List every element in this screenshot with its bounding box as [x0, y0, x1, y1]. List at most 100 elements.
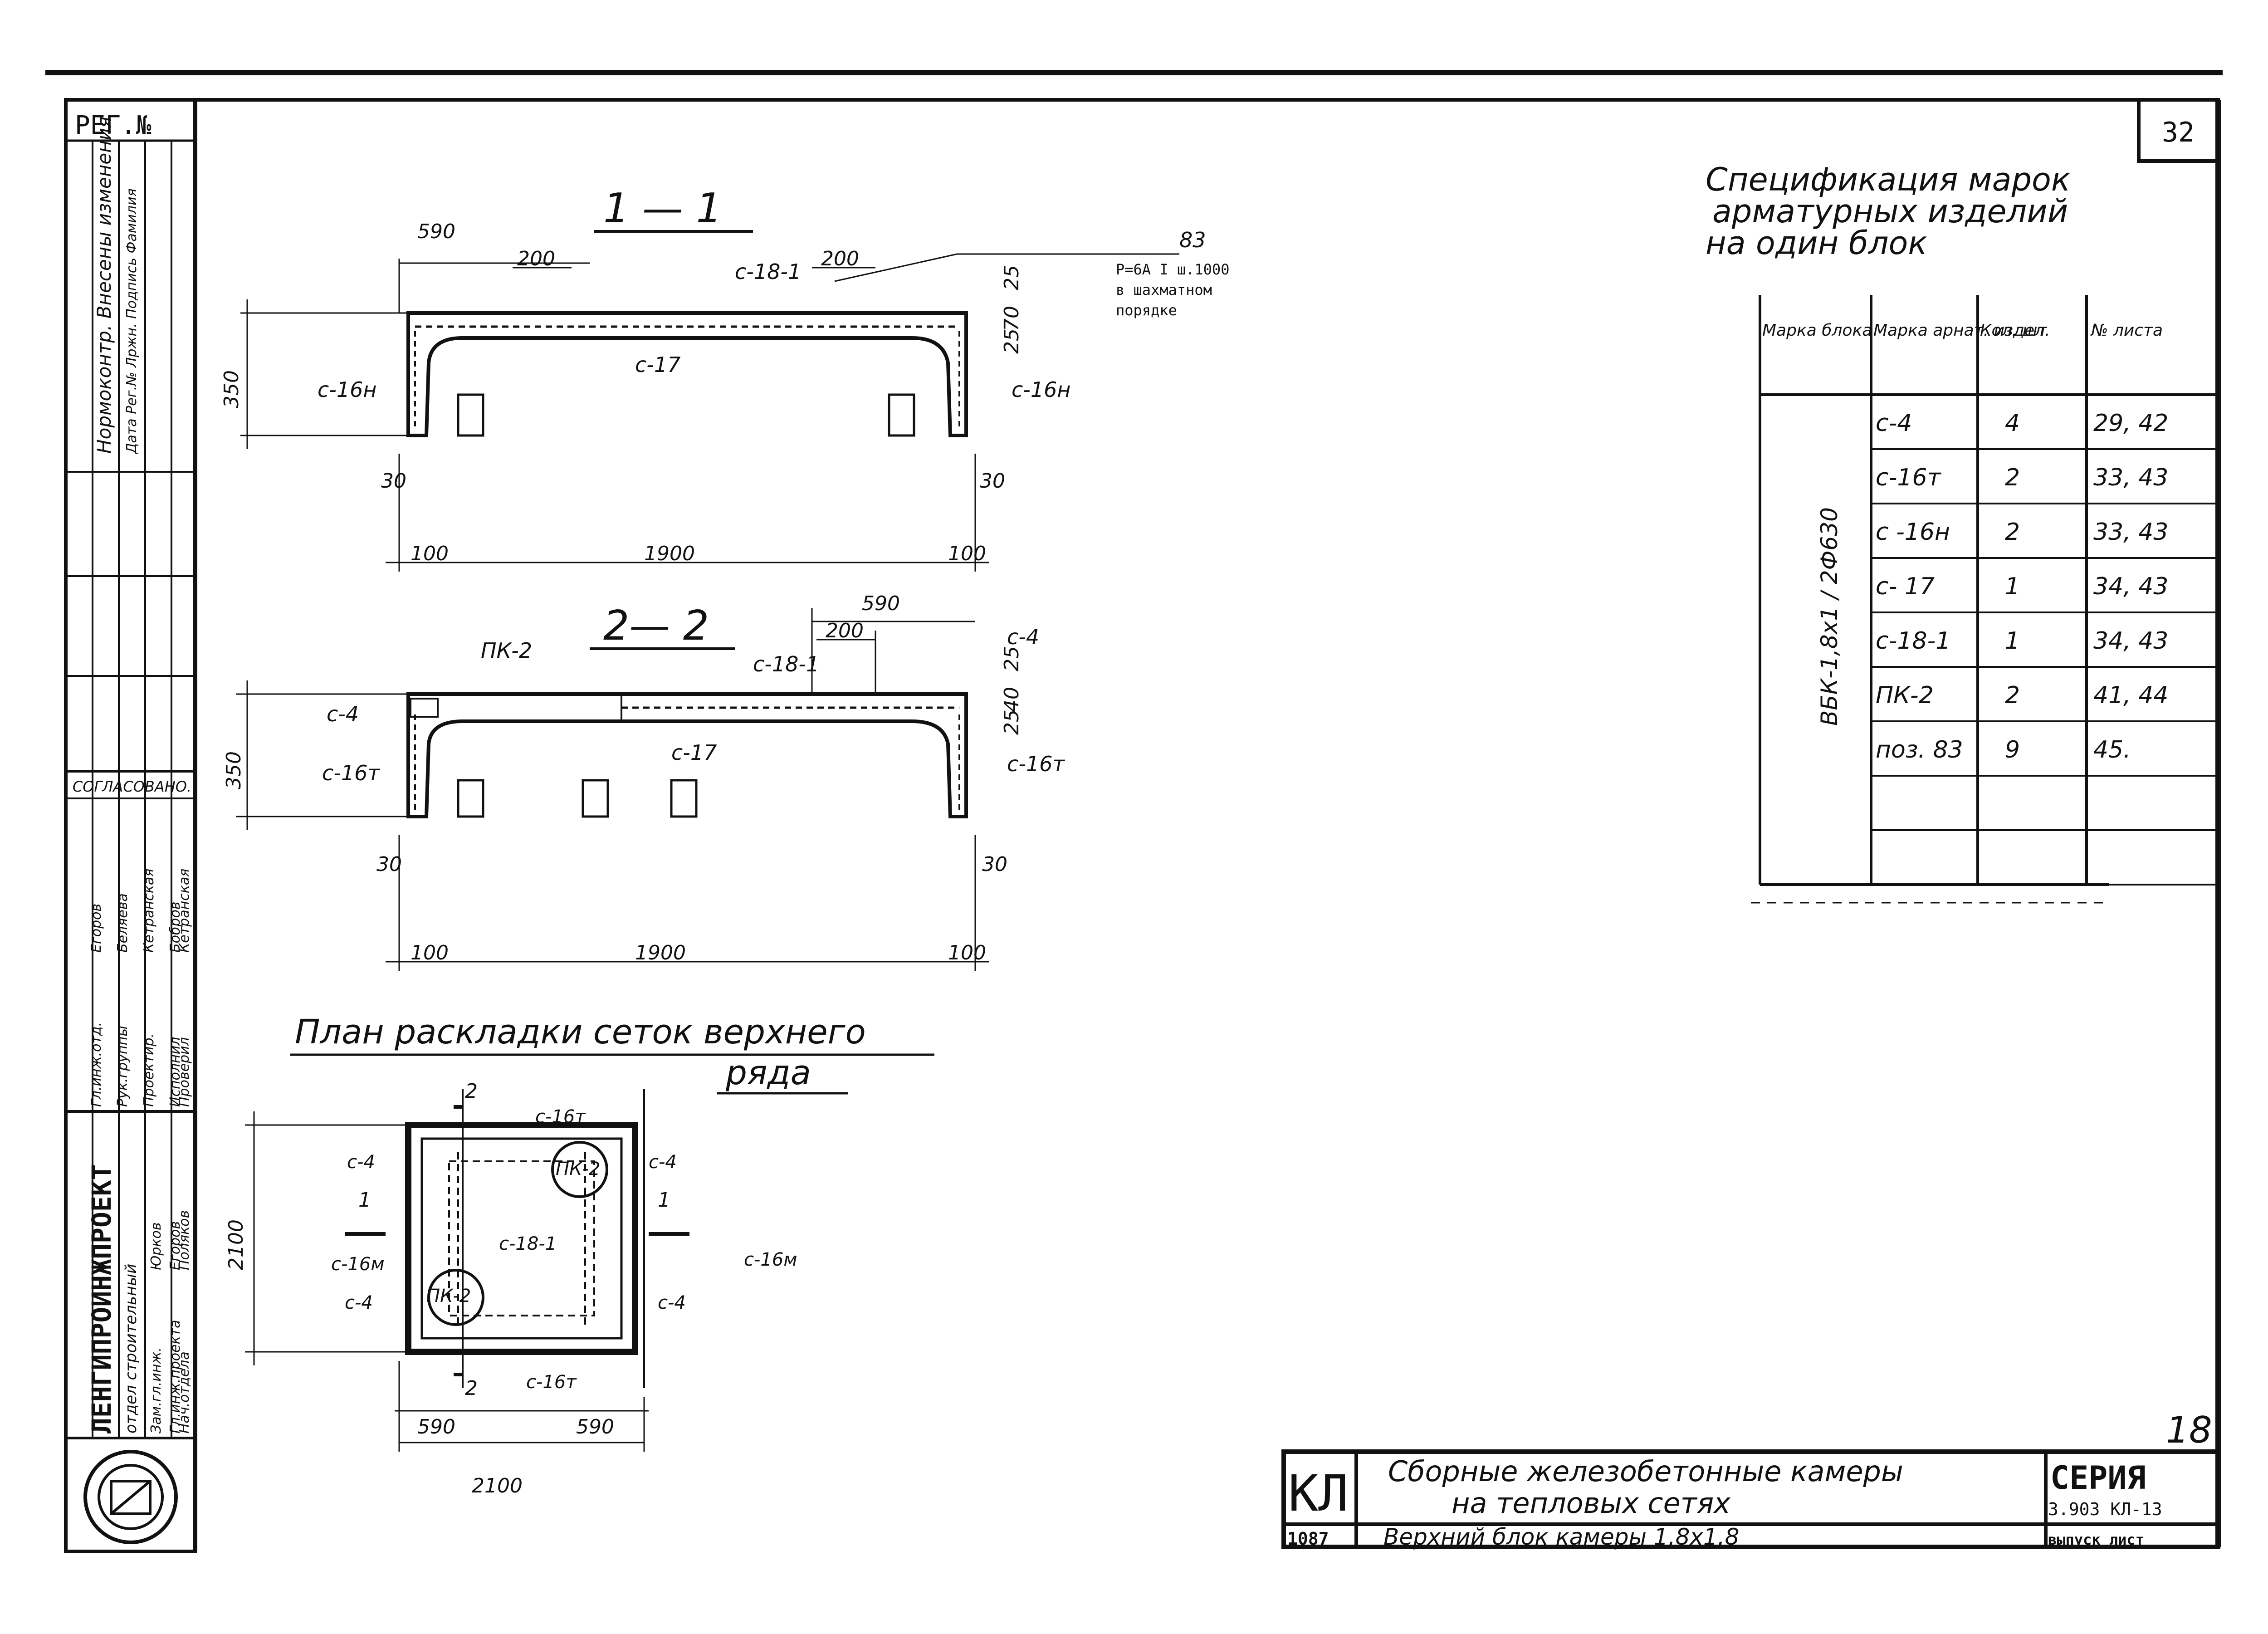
role-label: Гл.инж.отд.: [88, 1022, 104, 1107]
cut-mark: 2: [465, 1080, 478, 1103]
spec-cell: ПК-2: [1876, 682, 1934, 709]
dimension-value: 25: [1000, 328, 1023, 354]
section-2-title: 2— 2: [603, 602, 709, 650]
rebar-label: с-16т: [322, 761, 380, 785]
plan-title-line1: План раскладки сеток верхнего: [295, 1013, 866, 1052]
dept-name: отдел строительный: [122, 1264, 140, 1433]
spec-cell: 9: [2005, 736, 2020, 763]
agreed-label: СОГЛАСОВАНО.: [73, 778, 191, 795]
dimension-value: 30: [980, 470, 1005, 493]
rebar-label: ПК-2: [556, 1159, 600, 1179]
dimension-value: 590: [417, 1415, 455, 1438]
rebar-label: с-16н: [318, 377, 377, 402]
person-name: Егоров: [167, 1221, 183, 1270]
person-name: Кетранская: [176, 869, 192, 953]
rebar-label: с-4: [1007, 625, 1039, 649]
rebar-label: с-16м: [331, 1254, 385, 1275]
reg-label: РЕГ.№: [75, 111, 152, 140]
institute-emblem: [83, 1450, 178, 1544]
spec-cell: с- 17: [1876, 573, 1935, 600]
spec-cell: 33, 43: [2093, 519, 2168, 546]
rebar-label: ПК-2: [481, 638, 532, 663]
person-name: Поляков: [176, 1210, 192, 1270]
dimension-value: 30: [982, 853, 1007, 876]
seria-label: СЕРИЯ: [2050, 1459, 2146, 1497]
role-label: Гл.инж.проекта: [167, 1320, 183, 1433]
section-1-drawing: [240, 253, 1179, 572]
note-line: Р=6А I ш.1000: [1116, 261, 1229, 278]
cut-mark: 1: [658, 1189, 670, 1212]
spec-cell: 2: [2005, 519, 2020, 546]
spec-cell: 2: [2005, 464, 2020, 491]
role-label: Нач.отдела: [176, 1351, 192, 1433]
rebar-label: с-18-1: [499, 1233, 557, 1254]
spec-title-line: арматурных изделий: [1712, 193, 2068, 230]
person-name: Юрков: [148, 1222, 164, 1270]
rebar-label: с-17: [671, 740, 717, 765]
spec-cell: 1: [2005, 627, 2020, 655]
dimension-value: 70: [1000, 306, 1023, 331]
rebar-label: с-16т: [526, 1372, 577, 1393]
spec-cell: 29, 42: [2093, 410, 2168, 437]
dimension-value: 100: [948, 542, 986, 565]
dimension-value: 30: [381, 470, 406, 493]
spec-block-mark: ВБК-1,8х1 / 2Ф630: [1816, 507, 1843, 726]
plan-dimensions: 2100 590 590 2100: [225, 1219, 614, 1497]
note-line: порядке: [1116, 302, 1177, 319]
dimension-value: 350: [222, 751, 245, 789]
dimension-value: 25: [1000, 646, 1023, 671]
role-label: Проверил: [176, 1037, 192, 1107]
spec-cell: поз. 83: [1876, 736, 1963, 763]
spec-cell: 1: [2005, 573, 2020, 600]
dimension-value: 30: [376, 853, 402, 876]
section-1-title: 1 — 1: [603, 185, 722, 232]
spec-cell: с-16т: [1876, 464, 1942, 491]
spec-cell: 4: [2005, 410, 2020, 437]
dimension-value: 2100: [225, 1219, 248, 1270]
dimension-value: 25: [1000, 709, 1023, 735]
rebar-label: с-4: [649, 1152, 677, 1173]
dimension-value: 590: [576, 1415, 614, 1438]
title-line1: Сборные железобетонные камеры: [1388, 1455, 1903, 1488]
title-code: КЛ: [1288, 1464, 1348, 1522]
spec-cell: с -16н: [1876, 519, 1950, 546]
spec-cell: 2: [2005, 682, 2020, 709]
changes-title: Нормоконтр. Внесены изменения: [93, 117, 115, 454]
cut-mark: 2: [465, 1377, 478, 1400]
plan-drawing: [245, 1089, 689, 1452]
rebar-label: с-16т: [535, 1106, 586, 1127]
dimension-value: 40: [1000, 687, 1023, 712]
dimension-value: 350: [220, 370, 243, 408]
person-name: Беляева: [115, 893, 131, 953]
dimension-value: 1900: [635, 941, 686, 964]
seria-value: 3.903 КЛ-13: [2048, 1499, 2162, 1519]
dimension-value: 2100: [472, 1474, 523, 1497]
left-stamp-strip: [64, 98, 197, 1553]
person-name: Кетранская: [141, 869, 157, 953]
spec-cell: 33, 43: [2093, 464, 2168, 491]
rebar-label: с-17: [635, 352, 680, 377]
role-label: Исполнил: [167, 1037, 183, 1107]
cut-mark: 1: [358, 1189, 371, 1212]
dimension-value: 200: [826, 619, 864, 642]
spec-cell: 45.: [2093, 736, 2131, 763]
spec-cell: 41, 44: [2093, 682, 2168, 709]
changes-columns: Дата Рег.№ Лржн. Подпись Фамилия: [124, 188, 140, 455]
rebar-label: с-18-1: [753, 652, 819, 676]
spec-cell: 34, 43: [2093, 573, 2168, 600]
spec-title-line: Спецификация марок: [1706, 161, 2070, 198]
org-name: ЛЕНГИПРОИНЖПРОЕКТ: [86, 1164, 117, 1433]
spec-cell: с-18-1: [1876, 627, 1950, 655]
section-1-pos-mark: 83: [1179, 228, 1206, 252]
rebar-label: с-4: [345, 1292, 373, 1313]
dimension-value: 100: [948, 941, 986, 964]
rebar-label: с-16н: [1012, 377, 1071, 402]
person-name: Егоров: [88, 904, 104, 953]
rebar-label: с-4: [327, 702, 359, 726]
